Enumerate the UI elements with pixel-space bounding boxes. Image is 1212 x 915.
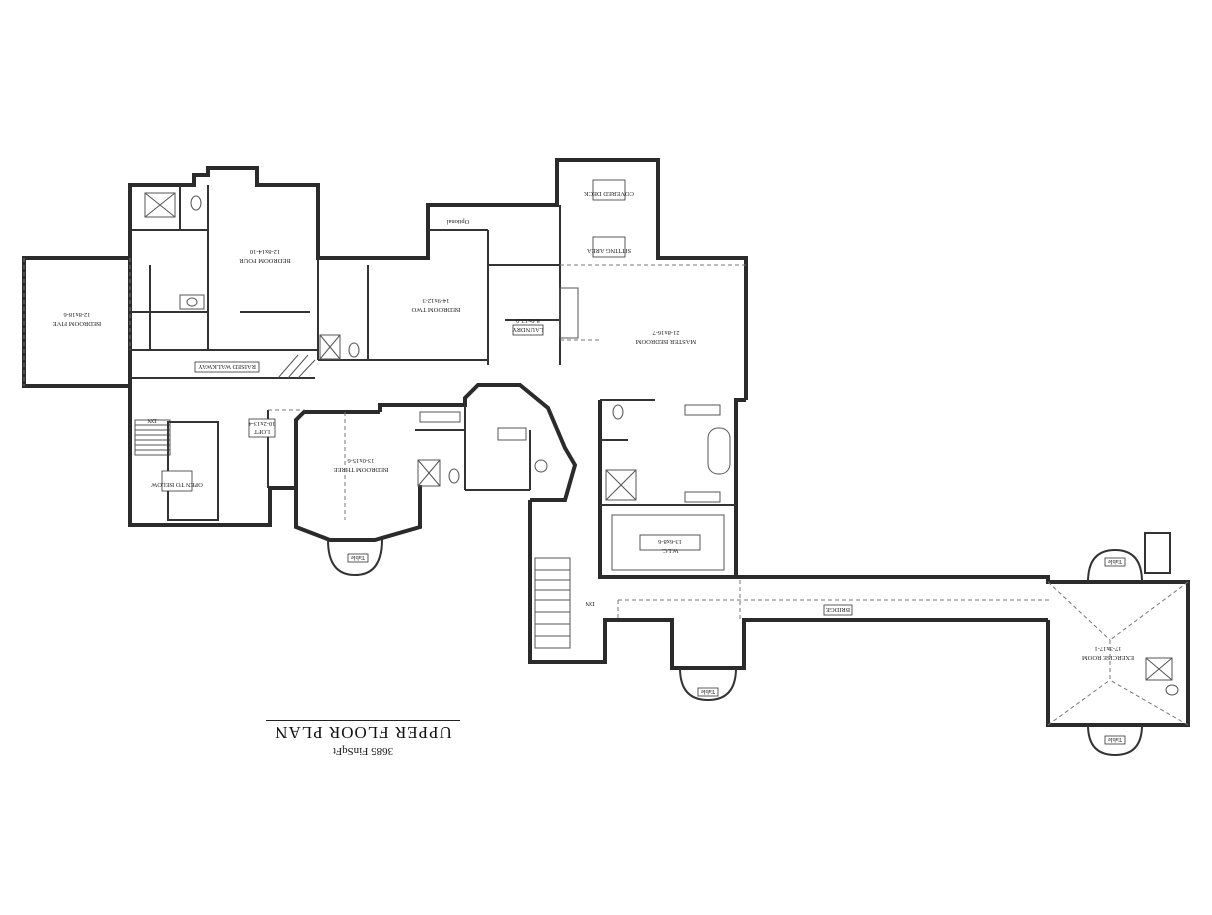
room-name: BEDROOM FOUR bbox=[239, 257, 291, 264]
room-label-laundry: LAUNDRY 8-9x12-0 bbox=[512, 317, 544, 336]
room-dims: 12-8x18-6 bbox=[63, 311, 91, 318]
table-label: Table bbox=[701, 688, 715, 695]
room-name: OPEN TO BELOW bbox=[150, 481, 203, 488]
room-label-raised-walkway: RAISED WALKWAY bbox=[194, 361, 260, 373]
room-name: W.I.C. bbox=[661, 547, 678, 554]
room-dims: 17-3x17-1 bbox=[1094, 645, 1121, 652]
room-label-covered-deck: COVERED DECK bbox=[584, 179, 634, 201]
room-name: BEDROOM THREE bbox=[333, 466, 388, 473]
plan-notes: DN DN Table Table Table Table Optional bbox=[147, 218, 1126, 745]
room-name: EXERCISE ROOM bbox=[1082, 654, 1134, 661]
room-label-master-bedroom: MASTER BEDROOM 21-8x16-7 bbox=[636, 329, 697, 345]
stair-lower bbox=[534, 557, 571, 649]
room-name: RAISED WALKWAY bbox=[198, 363, 256, 370]
table-label: Table bbox=[1108, 736, 1122, 743]
plan-title: UPPER FLOOR PLAN bbox=[266, 720, 460, 742]
room-name: LOFT bbox=[254, 428, 270, 435]
room-label-bedroom-five: BEDROOM FIVE 12-8x18-6 bbox=[53, 311, 102, 327]
room-name: BEDROOM FIVE bbox=[53, 320, 102, 327]
interior-walls bbox=[130, 185, 736, 506]
room-dims: 13-6x8-6 bbox=[657, 538, 682, 545]
room-name: BEDROOM TWO bbox=[411, 306, 460, 313]
table-label: Table bbox=[351, 554, 365, 561]
stair-upper bbox=[134, 419, 171, 456]
plan-subtitle: 3685 FinSqFt bbox=[332, 745, 394, 757]
room-dims: 12-8x14-10 bbox=[250, 248, 280, 255]
room-dims: 8-9x12-0 bbox=[516, 317, 540, 324]
optional-note: Optional bbox=[446, 218, 469, 225]
room-dims: 21-8x16-7 bbox=[652, 329, 680, 336]
room-label-sitting-area: SITTING AREA bbox=[587, 236, 632, 258]
room-label-bridge: BRIDGE bbox=[823, 604, 853, 616]
room-label-open-to-below: OPEN TO BELOW bbox=[150, 470, 203, 492]
room-name: LAUNDRY bbox=[512, 326, 544, 333]
room-label-wic: W.I.C. 13-6x8-6 bbox=[657, 538, 682, 554]
room-label-exercise-room: EXERCISE ROOM 17-3x17-1 bbox=[1082, 645, 1134, 661]
room-dims: 10-2x13-4 bbox=[248, 420, 276, 427]
table-label: Table bbox=[1108, 558, 1122, 565]
room-name: COVERED DECK bbox=[584, 190, 634, 197]
room-label-bedroom-three: BEDROOM THREE 13-0x15-6 bbox=[333, 457, 388, 473]
dn-label-lower: DN bbox=[585, 600, 595, 607]
room-label-bedroom-four: BEDROOM FOUR 12-8x14-10 bbox=[239, 248, 291, 264]
room-name: BRIDGE bbox=[826, 606, 850, 613]
dashed-lines bbox=[23, 258, 1189, 726]
room-label-loft: LOFT 10-2x13-4 bbox=[248, 418, 276, 438]
room-labels: BEDROOM FIVE 12-8x18-6 BEDROOM FOUR 12-8… bbox=[53, 179, 1134, 661]
dn-label-upper: DN bbox=[147, 417, 157, 424]
room-label-bedroom-two: BEDROOM TWO 14-9x12-3 bbox=[411, 297, 460, 313]
room-dims: 14-9x12-3 bbox=[422, 297, 449, 304]
bay-windows bbox=[327, 532, 1171, 757]
room-name: SITTING AREA bbox=[587, 247, 632, 254]
room-dims: 13-0x15-6 bbox=[347, 457, 375, 464]
room-name: MASTER BEDROOM bbox=[636, 338, 697, 345]
